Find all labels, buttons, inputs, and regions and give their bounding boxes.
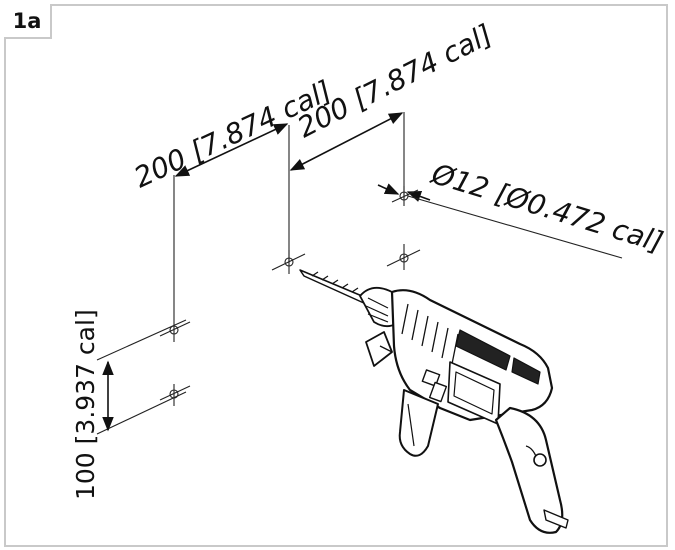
hole-marker — [391, 186, 419, 206]
dimension-text-vertical: 100 [3.937 cal] — [71, 309, 100, 500]
hole-marker — [159, 320, 191, 342]
dimension-line-top-left — [174, 123, 289, 177]
dimension-line-top-right — [289, 112, 404, 171]
hole-marker — [386, 244, 421, 270]
hammer-drill-illustration — [299, 269, 569, 534]
figure-frame — [4, 4, 668, 547]
step-label: 1a — [4, 4, 52, 39]
hole-marker — [271, 250, 306, 274]
dimension-text-diameter: Ø12 [Ø0.472 cal] — [427, 157, 667, 259]
hole-marker — [159, 384, 191, 406]
